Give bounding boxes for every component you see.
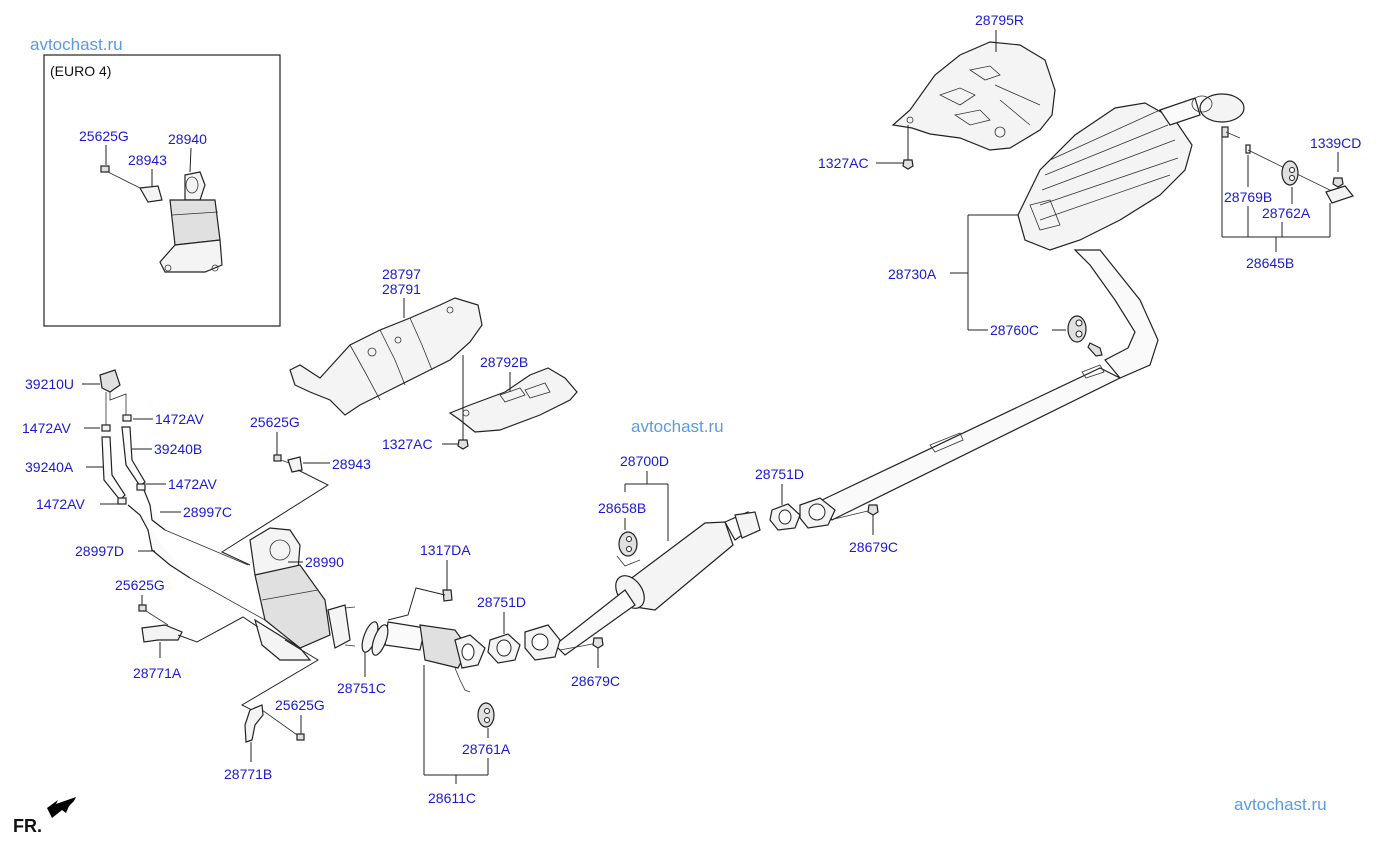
label-28791: 28791 [382, 281, 421, 297]
label-28751D-front: 28751D [477, 594, 526, 610]
label-28679C-front: 28679C [571, 673, 620, 689]
clamp-1472AV-c-icon [136, 483, 146, 491]
nut-icon [902, 159, 914, 170]
clamp-1472AV-d-icon [117, 497, 127, 505]
watermark-top-left: avtochast.ru [30, 35, 123, 54]
inset-title: (EURO 4) [50, 63, 111, 79]
hanger-kit-28645B [1221, 126, 1355, 204]
nut-28679C-rear-icon [867, 504, 879, 516]
gasket-28751D-front-icon [487, 633, 521, 664]
manifold-heat-shield-28791 [289, 297, 483, 416]
gaskets-28751C-icon [361, 621, 389, 656]
bracket-28943-icon [287, 456, 303, 473]
tailpipe-tip-icon [1199, 93, 1245, 123]
label-1339CD: 1339CD [1310, 135, 1361, 151]
label-28792B: 28792B [480, 354, 528, 370]
rubber-hanger-28658B-icon [618, 531, 638, 557]
label-1472AV-d: 1472AV [36, 496, 85, 512]
label-28645B: 28645B [1246, 255, 1294, 271]
tube-28997D [127, 504, 191, 579]
inset-bracket-icon [139, 185, 163, 203]
label-28751D-rear: 28751D [755, 466, 804, 482]
watermark-bottom-right: avtochast.ru [1234, 795, 1327, 814]
label-inset-25625G: 25625G [79, 128, 129, 144]
label-28611C: 28611C [428, 790, 476, 806]
rubber-hanger-28762A-icon [1281, 160, 1299, 186]
label-1472AV-a: 1472AV [22, 420, 71, 436]
clamp-1472AV-b-icon [122, 414, 132, 422]
label-1327AC-mid: 1327AC [382, 436, 433, 452]
nut-28679C-front-icon [592, 637, 604, 649]
front-direction-arrow-icon [47, 797, 76, 818]
label-28997D: 28997D [75, 543, 124, 559]
bracket-icon [1325, 185, 1355, 204]
label-28730A: 28730A [888, 266, 937, 282]
flange-28751D-rear-icon [799, 497, 836, 529]
hanger-rod-icon [1087, 342, 1103, 357]
sensor-39210U-icon [99, 369, 127, 425]
rear-heat-shield-28795R [891, 41, 1056, 151]
label-28700D: 28700D [620, 453, 669, 469]
lower-heat-shield-28792B [448, 367, 578, 433]
label-28769B: 28769B [1224, 189, 1272, 205]
label-39240B: 39240B [154, 441, 202, 457]
euro4-inset: (EURO 4) 25625G 28943 28940 [43, 54, 281, 327]
hose-39240B [121, 426, 146, 487]
label-1472AV-c: 1472AV [168, 476, 217, 492]
label-1327AC-top: 1327AC [818, 155, 869, 171]
label-28997C: 28997C [183, 504, 232, 520]
gasket-28751D-rear-icon [769, 503, 801, 531]
rear-pipe-bend [1073, 249, 1159, 379]
inset-frame [43, 54, 281, 327]
label-28751C: 28751C [337, 680, 386, 696]
label-28795R: 28795R [975, 12, 1024, 28]
inset-catalytic-converter-icon [159, 171, 223, 273]
center-muffler-28700D [524, 511, 761, 661]
label-28771B: 28771B [224, 766, 272, 782]
bolt-25625G-c-icon [296, 733, 305, 741]
rear-muffler-28730A [1017, 93, 1245, 379]
label-inset-28943: 28943 [128, 152, 167, 168]
front-pipe-28611C [384, 621, 486, 693]
nut-1339CD-icon [1332, 177, 1344, 188]
pin-icon [1245, 144, 1251, 154]
label-28761A: 28761A [462, 741, 511, 757]
label-25625G-b: 25625G [115, 577, 165, 593]
bolt-25625G-a-icon [273, 454, 282, 462]
bolt-25625G-b-icon [138, 604, 147, 612]
label-39210U: 39210U [25, 376, 74, 392]
bracket-28771B-icon [244, 704, 264, 743]
label-1472AV-b: 1472AV [155, 411, 204, 427]
label-28658B: 28658B [598, 500, 646, 516]
catalytic-converter-28990 [249, 527, 356, 661]
rubber-hanger-28761A-icon [477, 702, 495, 728]
label-25625G-c: 25625G [275, 697, 325, 713]
label-1317DA: 1317DA [420, 542, 471, 558]
label-28771A: 28771A [133, 665, 182, 681]
label-25625G-a: 25625G [250, 414, 300, 430]
clamp-1472AV-a-icon [101, 424, 111, 432]
label-28990: 28990 [305, 554, 344, 570]
label-28762A: 28762A [1262, 205, 1311, 221]
nut-1317DA-icon [442, 589, 453, 602]
label-28760C: 28760C [990, 322, 1039, 338]
tube-28997C [143, 489, 166, 531]
label-28797: 28797 [382, 266, 421, 282]
label-39240A: 39240A [25, 459, 74, 475]
bracket-28771A-icon [141, 624, 183, 643]
watermark-center: avtochast.ru [631, 417, 724, 436]
rubber-hanger-28760C-icon [1067, 315, 1087, 343]
front-direction-label: FR. [13, 816, 42, 836]
intermediate-pipe [821, 364, 1122, 521]
bolt-icon [1221, 126, 1229, 138]
label-inset-28940: 28940 [168, 131, 207, 147]
label-28943: 28943 [332, 456, 371, 472]
nut-1327AC-mid-icon [457, 439, 469, 450]
label-28679C-rear: 28679C [849, 539, 898, 555]
hose-39240A [101, 436, 126, 501]
